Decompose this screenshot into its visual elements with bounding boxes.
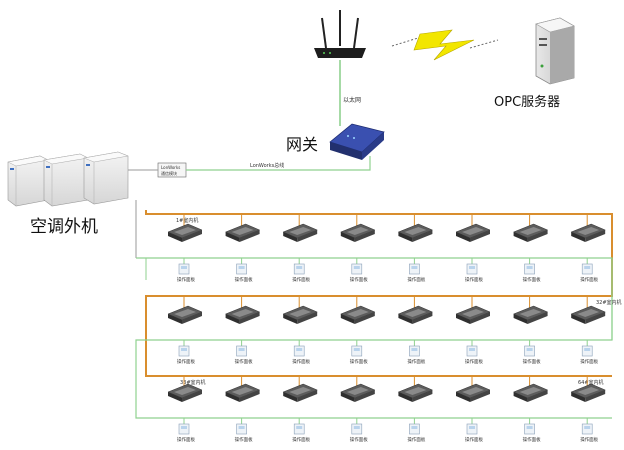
control-panel-icon (466, 423, 478, 435)
indoor-unit-icon (340, 383, 376, 402)
control-panel-icon (178, 345, 190, 357)
control-panel-icon (351, 345, 363, 357)
panel-label: 操作面板 (235, 276, 253, 283)
indoor-unit-icon (455, 223, 491, 242)
signal-bus (135, 257, 613, 419)
indoor-unit-icon (455, 305, 491, 324)
control-panel-icon (466, 345, 478, 357)
indoor-unit-icon (570, 383, 606, 402)
control-panel-icon (581, 423, 593, 435)
lonworks-bus-label: LonWorks总线 (250, 162, 284, 169)
control-panel-icon (178, 423, 190, 435)
outdoor-unit-label: 空调外机 (30, 217, 98, 237)
control-panel-icon (409, 263, 420, 275)
panel-label: 操作面板 (292, 436, 310, 443)
indoor-unit-icon (340, 305, 376, 324)
control-panel-icon (293, 423, 305, 435)
panel-label: 操作面板 (292, 276, 310, 283)
lonworks-bus-line (186, 156, 371, 171)
panel-label: 操作面板 (407, 276, 425, 283)
panel-label: 操作面板 (523, 358, 541, 365)
panel-label: 操作面板 (465, 358, 483, 365)
server-icon (535, 17, 575, 85)
opc-server-label: OPC服务器 (494, 94, 560, 110)
router-icon (314, 10, 366, 58)
panel-label: 操作面板 (407, 436, 425, 443)
indoor-unit-icon (455, 383, 491, 402)
lonworks-module-label: LonWorks (161, 165, 180, 170)
indoor-unit-icon (570, 223, 606, 242)
panel-label: 操作面板 (350, 276, 368, 283)
indoor-unit-icon (282, 383, 318, 402)
control-panel-icon (293, 263, 305, 275)
control-panel-icon (581, 345, 593, 357)
indoor-unit-icon (224, 383, 261, 402)
lonworks-module: LonWorks 通信模块 (157, 162, 187, 178)
control-panel-icon (293, 345, 305, 357)
panel-label: 操作面板 (580, 436, 598, 443)
indoor-unit-icon (282, 305, 318, 324)
panel-label: 操作面板 (235, 358, 253, 365)
indoor-unit-icon (282, 223, 318, 242)
control-panel-icon (524, 423, 535, 435)
indoor-label-row2: 32#室内机 (596, 299, 622, 306)
equipment-grid: 操作面板操作面板操作面板操作面板操作面板操作面板操作面板操作面板操作面板操作面板… (167, 214, 606, 443)
control-panel-icon (524, 345, 535, 357)
outdoor-unit-icon (7, 151, 129, 207)
panel-label: 操作面板 (350, 436, 368, 443)
control-panel-icon (524, 263, 535, 275)
indoor-unit-icon (224, 305, 261, 324)
control-panel-icon (236, 423, 247, 435)
control-panel-icon (581, 263, 593, 275)
panel-label: 操作面板 (177, 276, 195, 283)
panel-label: 操作面板 (580, 358, 598, 365)
indoor-unit-icon (224, 223, 261, 242)
panel-label: 操作面板 (407, 358, 425, 365)
panel-label: 操作面板 (292, 358, 310, 365)
indoor-unit-icon (512, 305, 549, 324)
control-panel-icon (409, 423, 420, 435)
control-panel-icon (236, 345, 247, 357)
indoor-unit-icon (570, 305, 606, 324)
control-panel-icon (466, 263, 478, 275)
panel-label: 操作面板 (177, 358, 195, 365)
control-panel-icon (409, 345, 420, 357)
indoor-unit-icon (397, 383, 434, 402)
indoor-unit-icon (167, 305, 203, 324)
indoor-unit-icon (512, 383, 549, 402)
indoor-label-row1: 1#室内机 (176, 217, 198, 224)
lonworks-module-sublabel: 通信模块 (161, 170, 177, 176)
indoor-unit-icon (397, 223, 434, 242)
control-panel-icon (236, 263, 247, 275)
gateway-device-icon (329, 123, 385, 160)
ethernet-label: 以太网 (343, 96, 361, 104)
indoor-unit-icon (512, 223, 549, 242)
indoor-unit-icon (397, 305, 434, 324)
wireless-link-icon (391, 29, 499, 61)
gateway-label: 网关 (286, 135, 318, 154)
indoor-unit-icon (167, 223, 203, 242)
indoor-unit-icon (340, 223, 376, 242)
panel-label: 操作面板 (235, 436, 253, 443)
control-panel-icon (351, 423, 363, 435)
indoor-label-row3-right: 64#室内机 (578, 379, 604, 386)
panel-label: 操作面板 (580, 276, 598, 283)
indoor-unit-icon (167, 383, 203, 402)
panel-label: 操作面板 (350, 358, 368, 365)
control-panel-icon (178, 263, 190, 275)
panel-label: 操作面板 (177, 436, 195, 443)
indoor-label-row3-left: 33#室内机 (180, 379, 206, 386)
panel-label: 操作面板 (523, 276, 541, 283)
panel-label: 操作面板 (465, 276, 483, 283)
control-panel-icon (351, 263, 363, 275)
panel-label: 操作面板 (523, 436, 541, 443)
panel-label: 操作面板 (465, 436, 483, 443)
